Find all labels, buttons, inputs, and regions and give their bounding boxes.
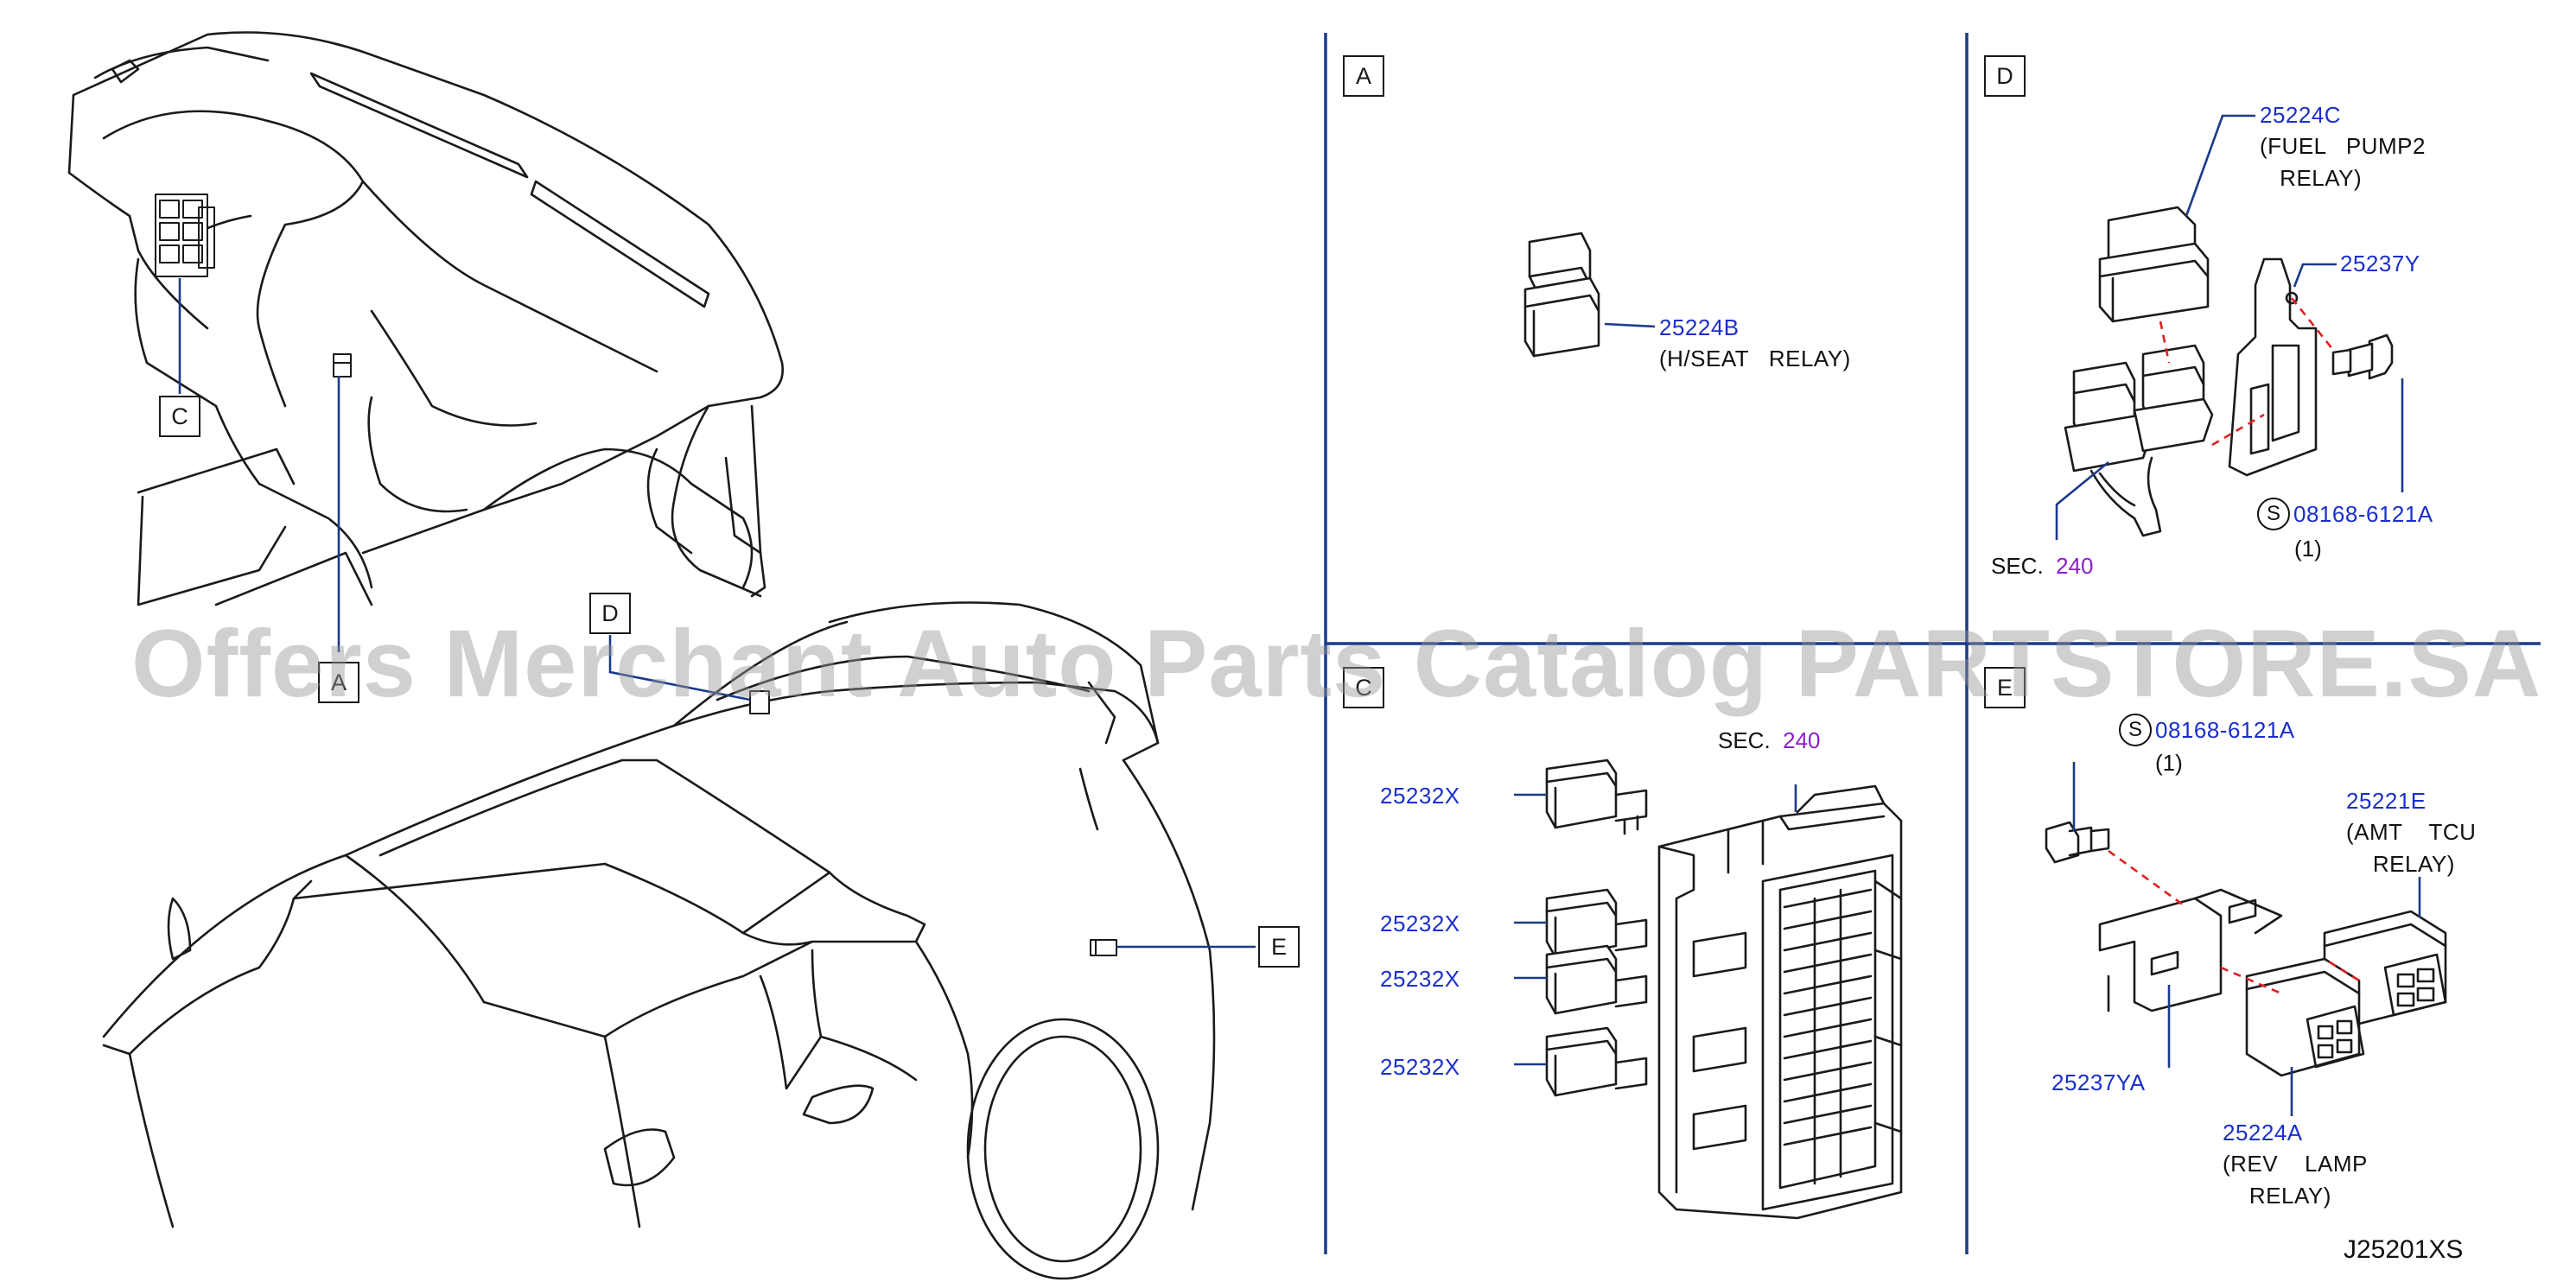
panel-c-label: C [1343,667,1384,708]
dash-fuse-block [155,194,215,277]
part-desc-amt-tcu-relay: (AMT TCU RELAY) [2346,819,2477,877]
relay-c3 [1545,944,1648,1015]
panel-dividers [1324,33,2541,1254]
section-ref-d[interactable]: SEC. 240 [1991,553,2094,580]
part-number-08168-6121a-d[interactable]: 08168-6121A [2293,501,2433,527]
relay-c2 [1545,888,1648,959]
part-desc-h-seat-relay: (H/SEAT RELAY) [1659,346,1851,371]
panel-d-label: D [1984,55,2026,97]
panel-a-label: A [1343,55,1384,97]
part-number-25224c[interactable]: 25224C [2260,102,2342,128]
panel-c-fuse-block [1657,784,1903,1220]
quantity-d: (1) [2294,536,2322,562]
panel-a-relay [1523,232,1600,358]
section-label: SEC. [1718,727,1771,753]
quantity-e: (1) [2155,750,2183,776]
standard-part-symbol: S [2257,498,2290,530]
part-number-25221e[interactable]: 25221E [2346,788,2427,814]
callout-a-overview: A [318,662,359,703]
leader-lines [178,114,2421,1116]
part-desc-rev-lamp-relay: (REV LAMP RELAY) [2223,1151,2368,1209]
panel-e-label: E [1984,667,2026,708]
part-number-25232x-3[interactable]: 25232X [1380,966,1460,992]
part-number-25232x-1[interactable]: 25232X [1380,783,1460,809]
part-number-25224b[interactable]: 25224B [1659,314,1740,340]
watermark: Offers Merchant Auto Parts Catalog PARTS… [131,611,2542,717]
car-relay-e [1090,939,1117,956]
relay-c1 [1545,758,1648,835]
section-number[interactable]: 240 [2056,553,2094,579]
section-label: SEC. [1991,553,2044,579]
part-number-25237ya[interactable]: 25237YA [2051,1069,2146,1095]
standard-part-symbol: S [2119,714,2152,746]
part-number-25224a[interactable]: 25224A [2223,1120,2303,1146]
panel-c-relays [1545,758,1648,1097]
callout-e-overview: E [1258,926,1300,968]
dash-small-relay [333,353,352,378]
part-number-08168-6121a-e[interactable]: 08168-6121A [2155,717,2295,743]
part-number-25232x-2[interactable]: 25232X [1380,911,1460,936]
dashboard-drawing [67,31,785,606]
panel-e-parts [2045,821,2447,1077]
car-drawing [102,601,1216,1280]
assembly-lines [2108,297,2360,995]
drawing-code: J25201XS [2344,1235,2464,1264]
callout-c-overview: C [159,396,200,437]
section-ref-c[interactable]: SEC. 240 [1718,727,1821,754]
callout-d-overview: D [589,593,631,634]
part-desc-fuel-pump2-relay: (FUEL PUMP2 RELAY) [2260,133,2426,191]
part-number-25232x-4[interactable]: 25232X [1380,1054,1460,1080]
part-number-25237y[interactable]: 25237Y [2340,251,2420,276]
car-relay-d [749,690,770,714]
section-number[interactable]: 240 [1783,727,1821,753]
relay-c4 [1545,1026,1648,1097]
